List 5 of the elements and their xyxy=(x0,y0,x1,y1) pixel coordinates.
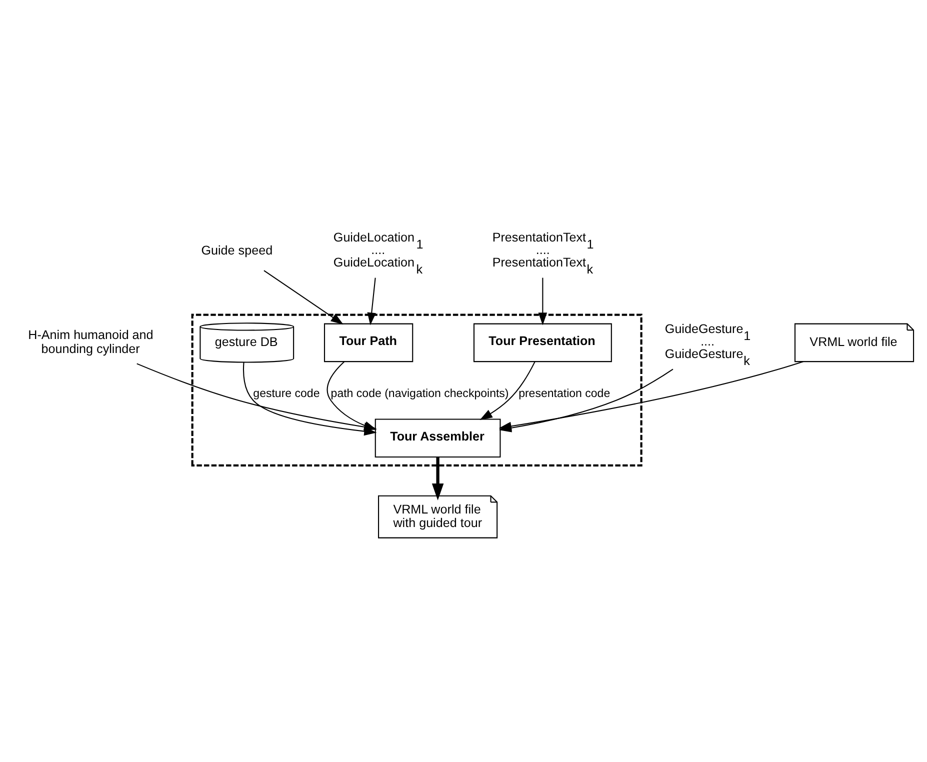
node-text: Guide speed xyxy=(201,243,273,258)
node-text: H-Anim humanoid and bounding cylinder xyxy=(28,328,154,356)
edge-label: presentation code xyxy=(518,388,610,400)
edge-label: path code (navigation checkpoints) xyxy=(330,388,509,400)
edge-label: gesture code xyxy=(253,388,320,400)
